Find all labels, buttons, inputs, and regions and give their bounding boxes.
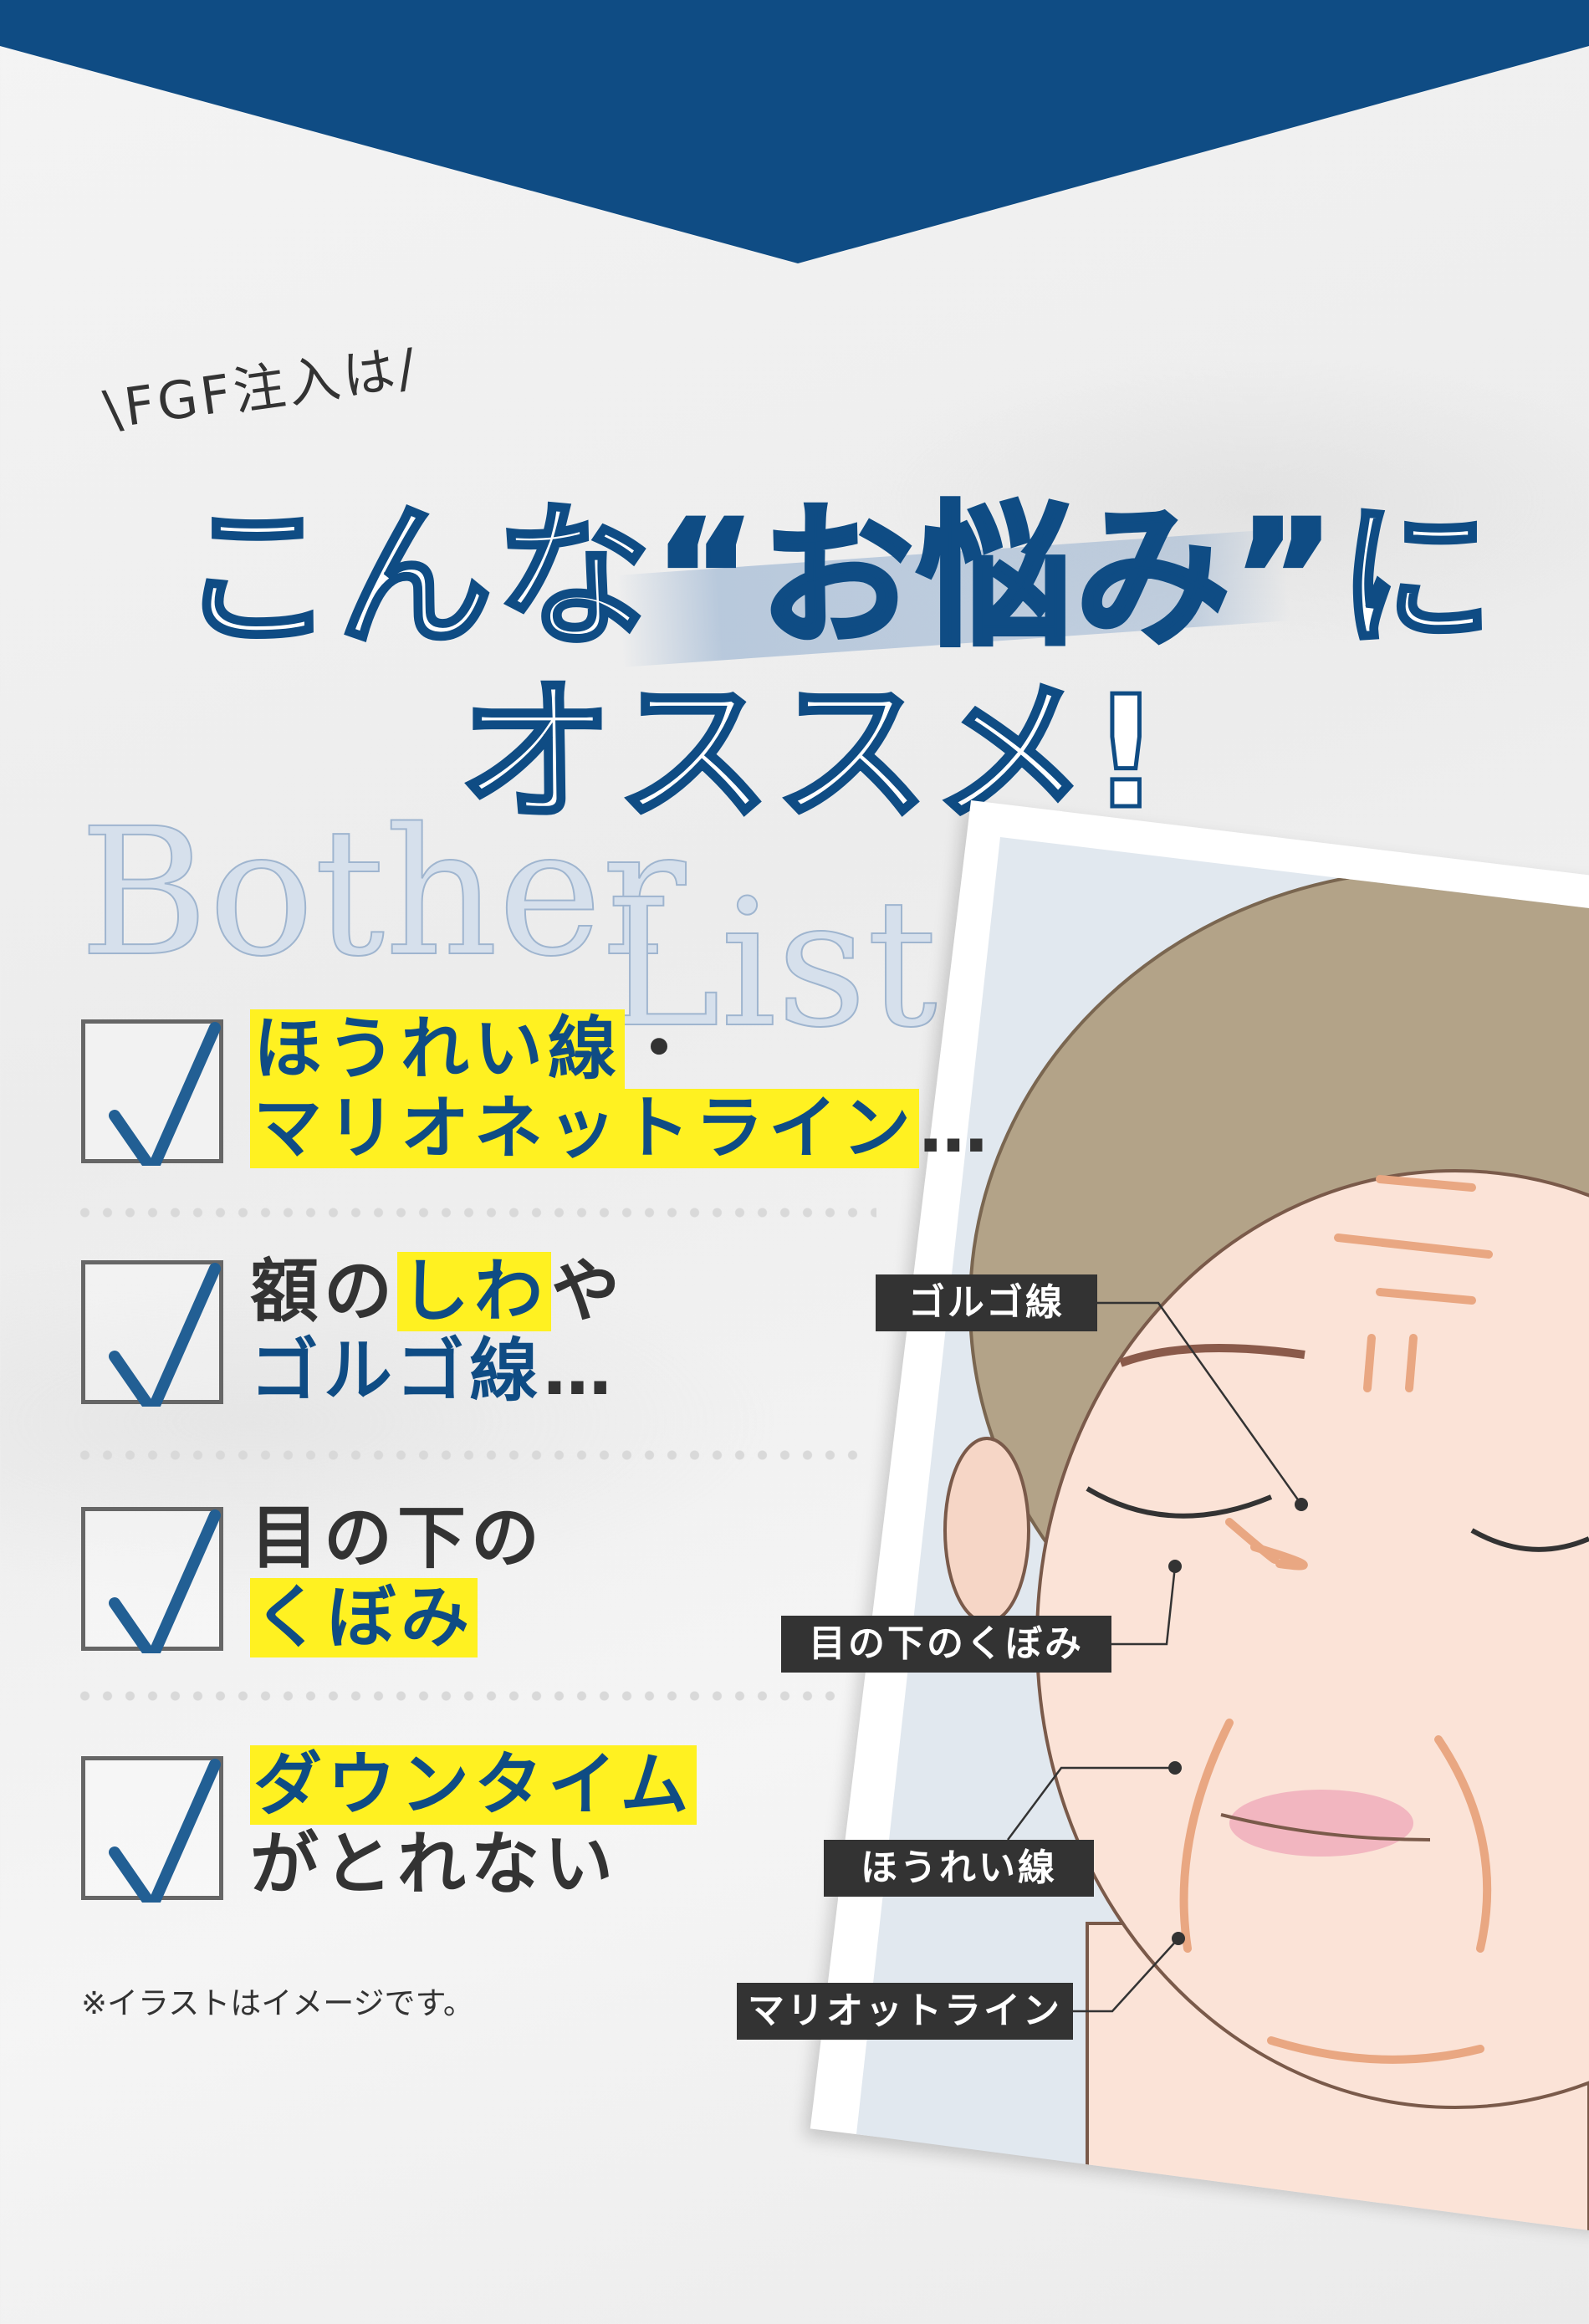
item-text: ・ [625, 1009, 699, 1089]
item-text: や [551, 1252, 626, 1331]
label-nasolabial-fold: ほうれい線 [824, 1840, 1094, 1897]
highlight-text: しわ [397, 1252, 552, 1331]
ghost-text-bother: Bother [79, 789, 687, 996]
checkbox-checked [81, 1756, 223, 1903]
headline-part: に [1336, 485, 1497, 670]
item-text: がとれない [250, 1825, 619, 1904]
lips [1229, 1790, 1413, 1857]
checkmark-icon [109, 1263, 221, 1407]
label-golgo-line: ゴルゴ線 [876, 1274, 1097, 1331]
checkbox-checked [81, 1260, 223, 1407]
illustration-disclaimer: ※イラストはイメージです。 [81, 1985, 474, 2021]
leader-lines [1006, 1301, 1303, 2013]
dotted-divider [74, 1691, 843, 1701]
headline-line1: こんな“お悩み”に [178, 452, 1497, 676]
highlight-text: くぼみ [250, 1578, 478, 1657]
blue-text: ゴルゴ線 [250, 1331, 544, 1411]
highlight-text: マリオネットライン [250, 1089, 920, 1168]
checkmark-icon [109, 1022, 221, 1166]
label-under-eye-hollow: 目の下のくぼみ [781, 1616, 1111, 1673]
item-text: … [919, 1089, 994, 1168]
item-text: … [543, 1331, 617, 1411]
dotted-divider [74, 1450, 860, 1460]
ghost-text-list: List [603, 861, 938, 1067]
checkmark-icon [109, 1759, 221, 1903]
eyebrow [1119, 1344, 1305, 1367]
label-marionette-line: マリオットライン [737, 1983, 1073, 2040]
item-text: 額の [250, 1252, 398, 1331]
item-text: 目の下の [250, 1499, 545, 1578]
closed-eye-left [1086, 1486, 1273, 1519]
headline-part: こんな [178, 485, 654, 670]
ear [943, 1437, 1030, 1624]
checkbox-checked [81, 1019, 223, 1166]
highlight-text: ダウンタイム [250, 1745, 697, 1825]
header-chevron-band [0, 0, 1589, 263]
dotted-divider [74, 1208, 876, 1218]
highlight-text: ほうれい線 [250, 1009, 626, 1089]
closed-eye-right [1470, 1528, 1589, 1552]
headline-emphasis: “お悩み” [651, 485, 1339, 670]
leader-dots [1168, 1498, 1308, 1945]
checkbox-checked [81, 1507, 223, 1653]
wrinkles [1179, 1175, 1493, 2064]
checkmark-icon [109, 1509, 221, 1653]
